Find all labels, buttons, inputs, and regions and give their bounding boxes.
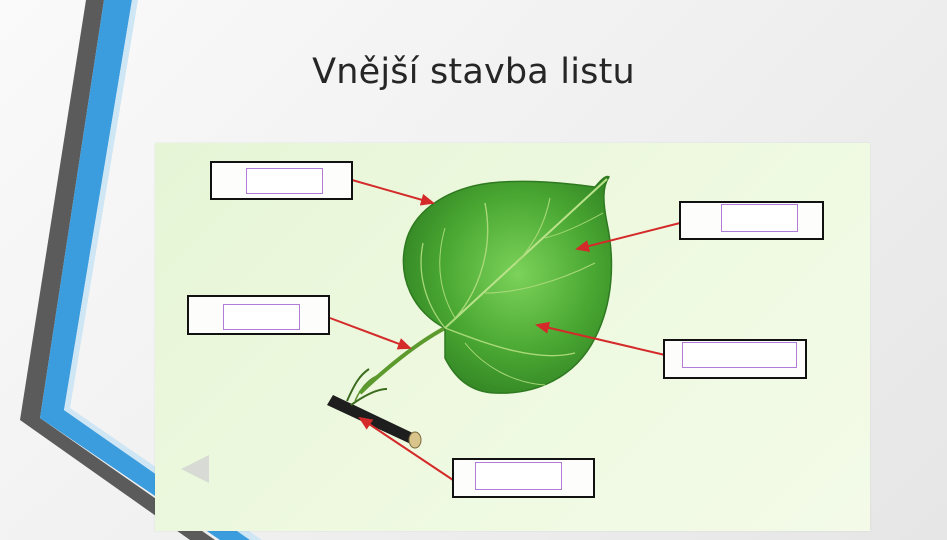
arrow-to-stem <box>358 416 454 481</box>
petiole <box>358 326 446 395</box>
arrow-to-vein <box>535 321 666 356</box>
slide-title: Vnější stavba listu <box>312 52 635 92</box>
nav-previous-icon[interactable] <box>181 455 209 483</box>
leaf-blade <box>402 175 613 394</box>
blue-stripe <box>40 0 250 540</box>
label-box-top-left[interactable] <box>210 161 353 200</box>
label-box-mid-right[interactable] <box>663 339 807 379</box>
arrow-to-blade <box>575 222 681 252</box>
label-box-top-right[interactable] <box>679 201 824 240</box>
answer-field[interactable] <box>223 304 300 330</box>
arrow-to-blade-edge <box>351 179 435 206</box>
label-box-bottom[interactable] <box>452 458 595 498</box>
light-stripe <box>64 0 262 540</box>
arrow-to-petiole <box>329 317 412 350</box>
answer-field[interactable] <box>721 204 798 232</box>
leaf-illustration <box>327 175 681 481</box>
answer-field[interactable] <box>246 168 323 194</box>
answer-field[interactable] <box>682 342 797 368</box>
dark-stripe <box>20 0 215 540</box>
label-box-mid-left[interactable] <box>187 295 330 335</box>
arrows <box>329 179 681 481</box>
answer-field[interactable] <box>475 462 562 490</box>
diagram-panel <box>155 143 870 531</box>
